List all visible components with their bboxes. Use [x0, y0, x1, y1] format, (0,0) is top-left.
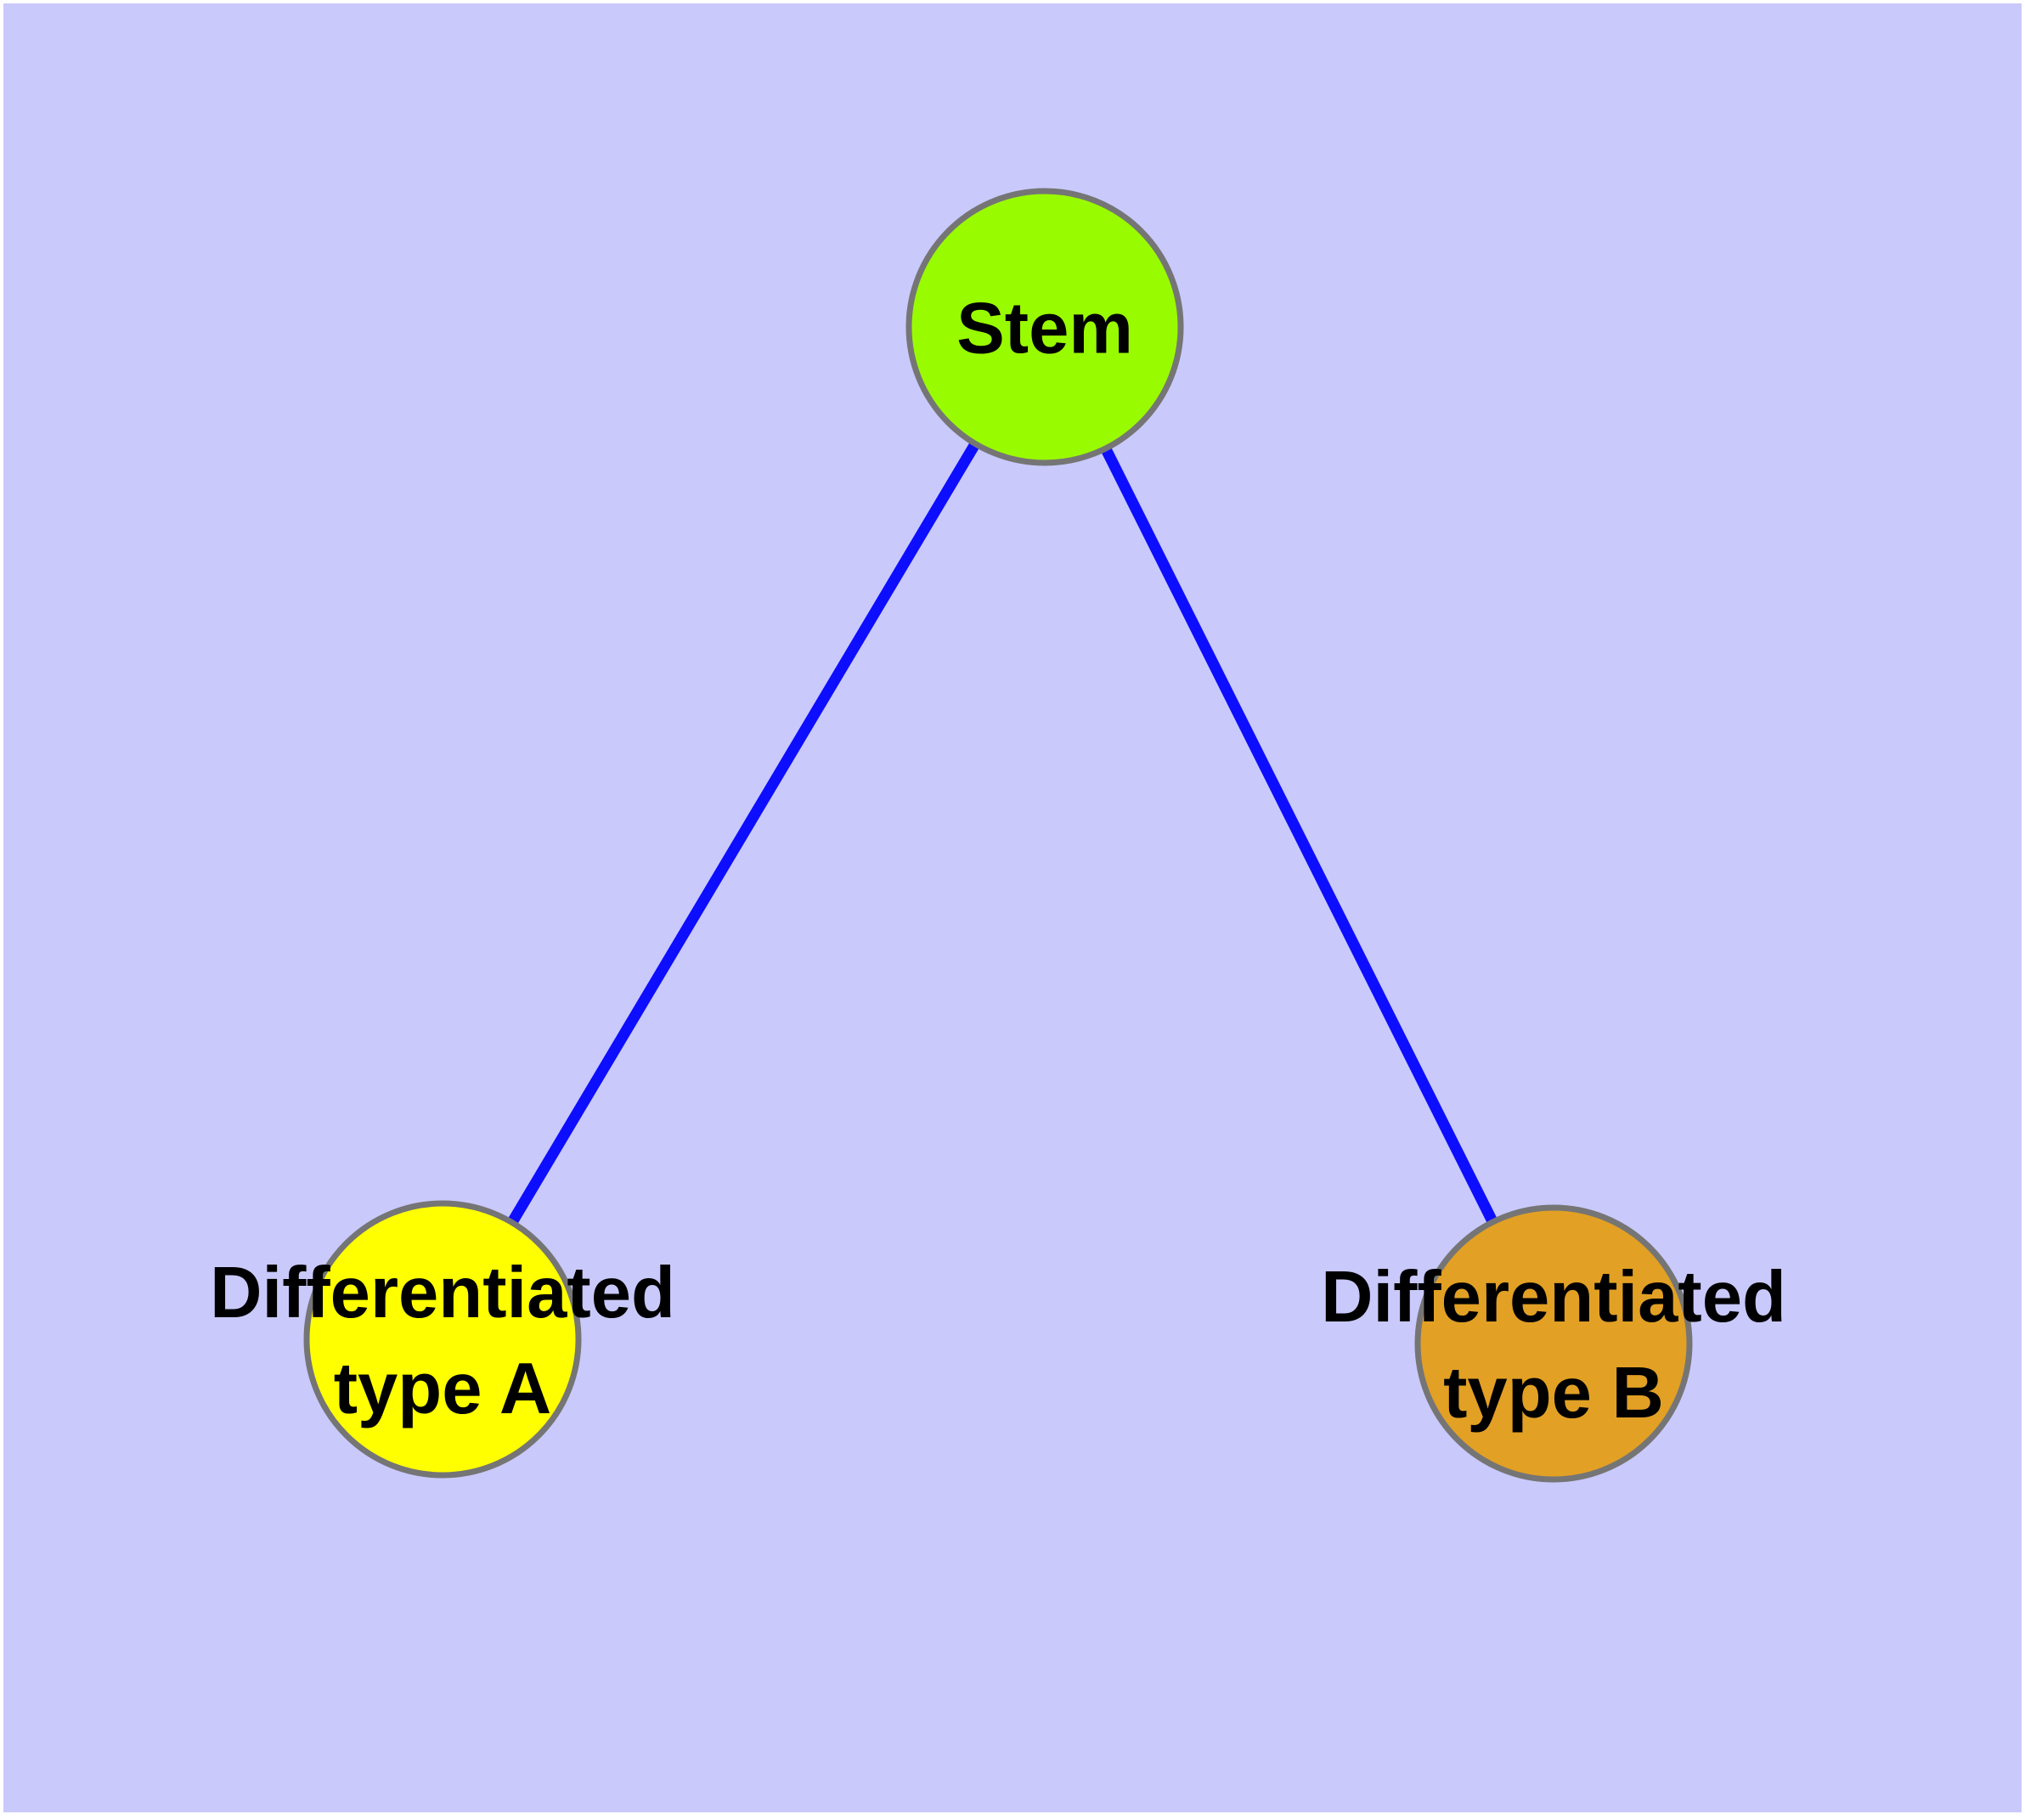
- node-diff-a: Differentiated type A: [210, 1200, 675, 1479]
- node-label-line: Differentiated: [210, 1253, 675, 1333]
- node-circle-diff-a: [303, 1200, 582, 1479]
- node-label-diff-a: Differentiated type A: [210, 1253, 675, 1429]
- node-label-line: Stem: [956, 289, 1133, 369]
- node-label-diff-b: Differentiated type B: [1321, 1257, 1786, 1434]
- node-label-line: Differentiated: [1321, 1257, 1786, 1338]
- edge-stem-diff-b: [1040, 324, 1559, 1346]
- node-stem: Stem: [905, 188, 1184, 466]
- node-circle-diff-b: [1414, 1204, 1693, 1483]
- node-label-stem: Stem: [956, 289, 1133, 369]
- node-label-line: type B: [1443, 1353, 1664, 1434]
- edge-stem-diff-a: [437, 324, 1050, 1343]
- node-diff-b: Differentiated type B: [1321, 1204, 1786, 1483]
- node-circle-stem: [905, 188, 1184, 466]
- node-label-line: type A: [334, 1349, 552, 1429]
